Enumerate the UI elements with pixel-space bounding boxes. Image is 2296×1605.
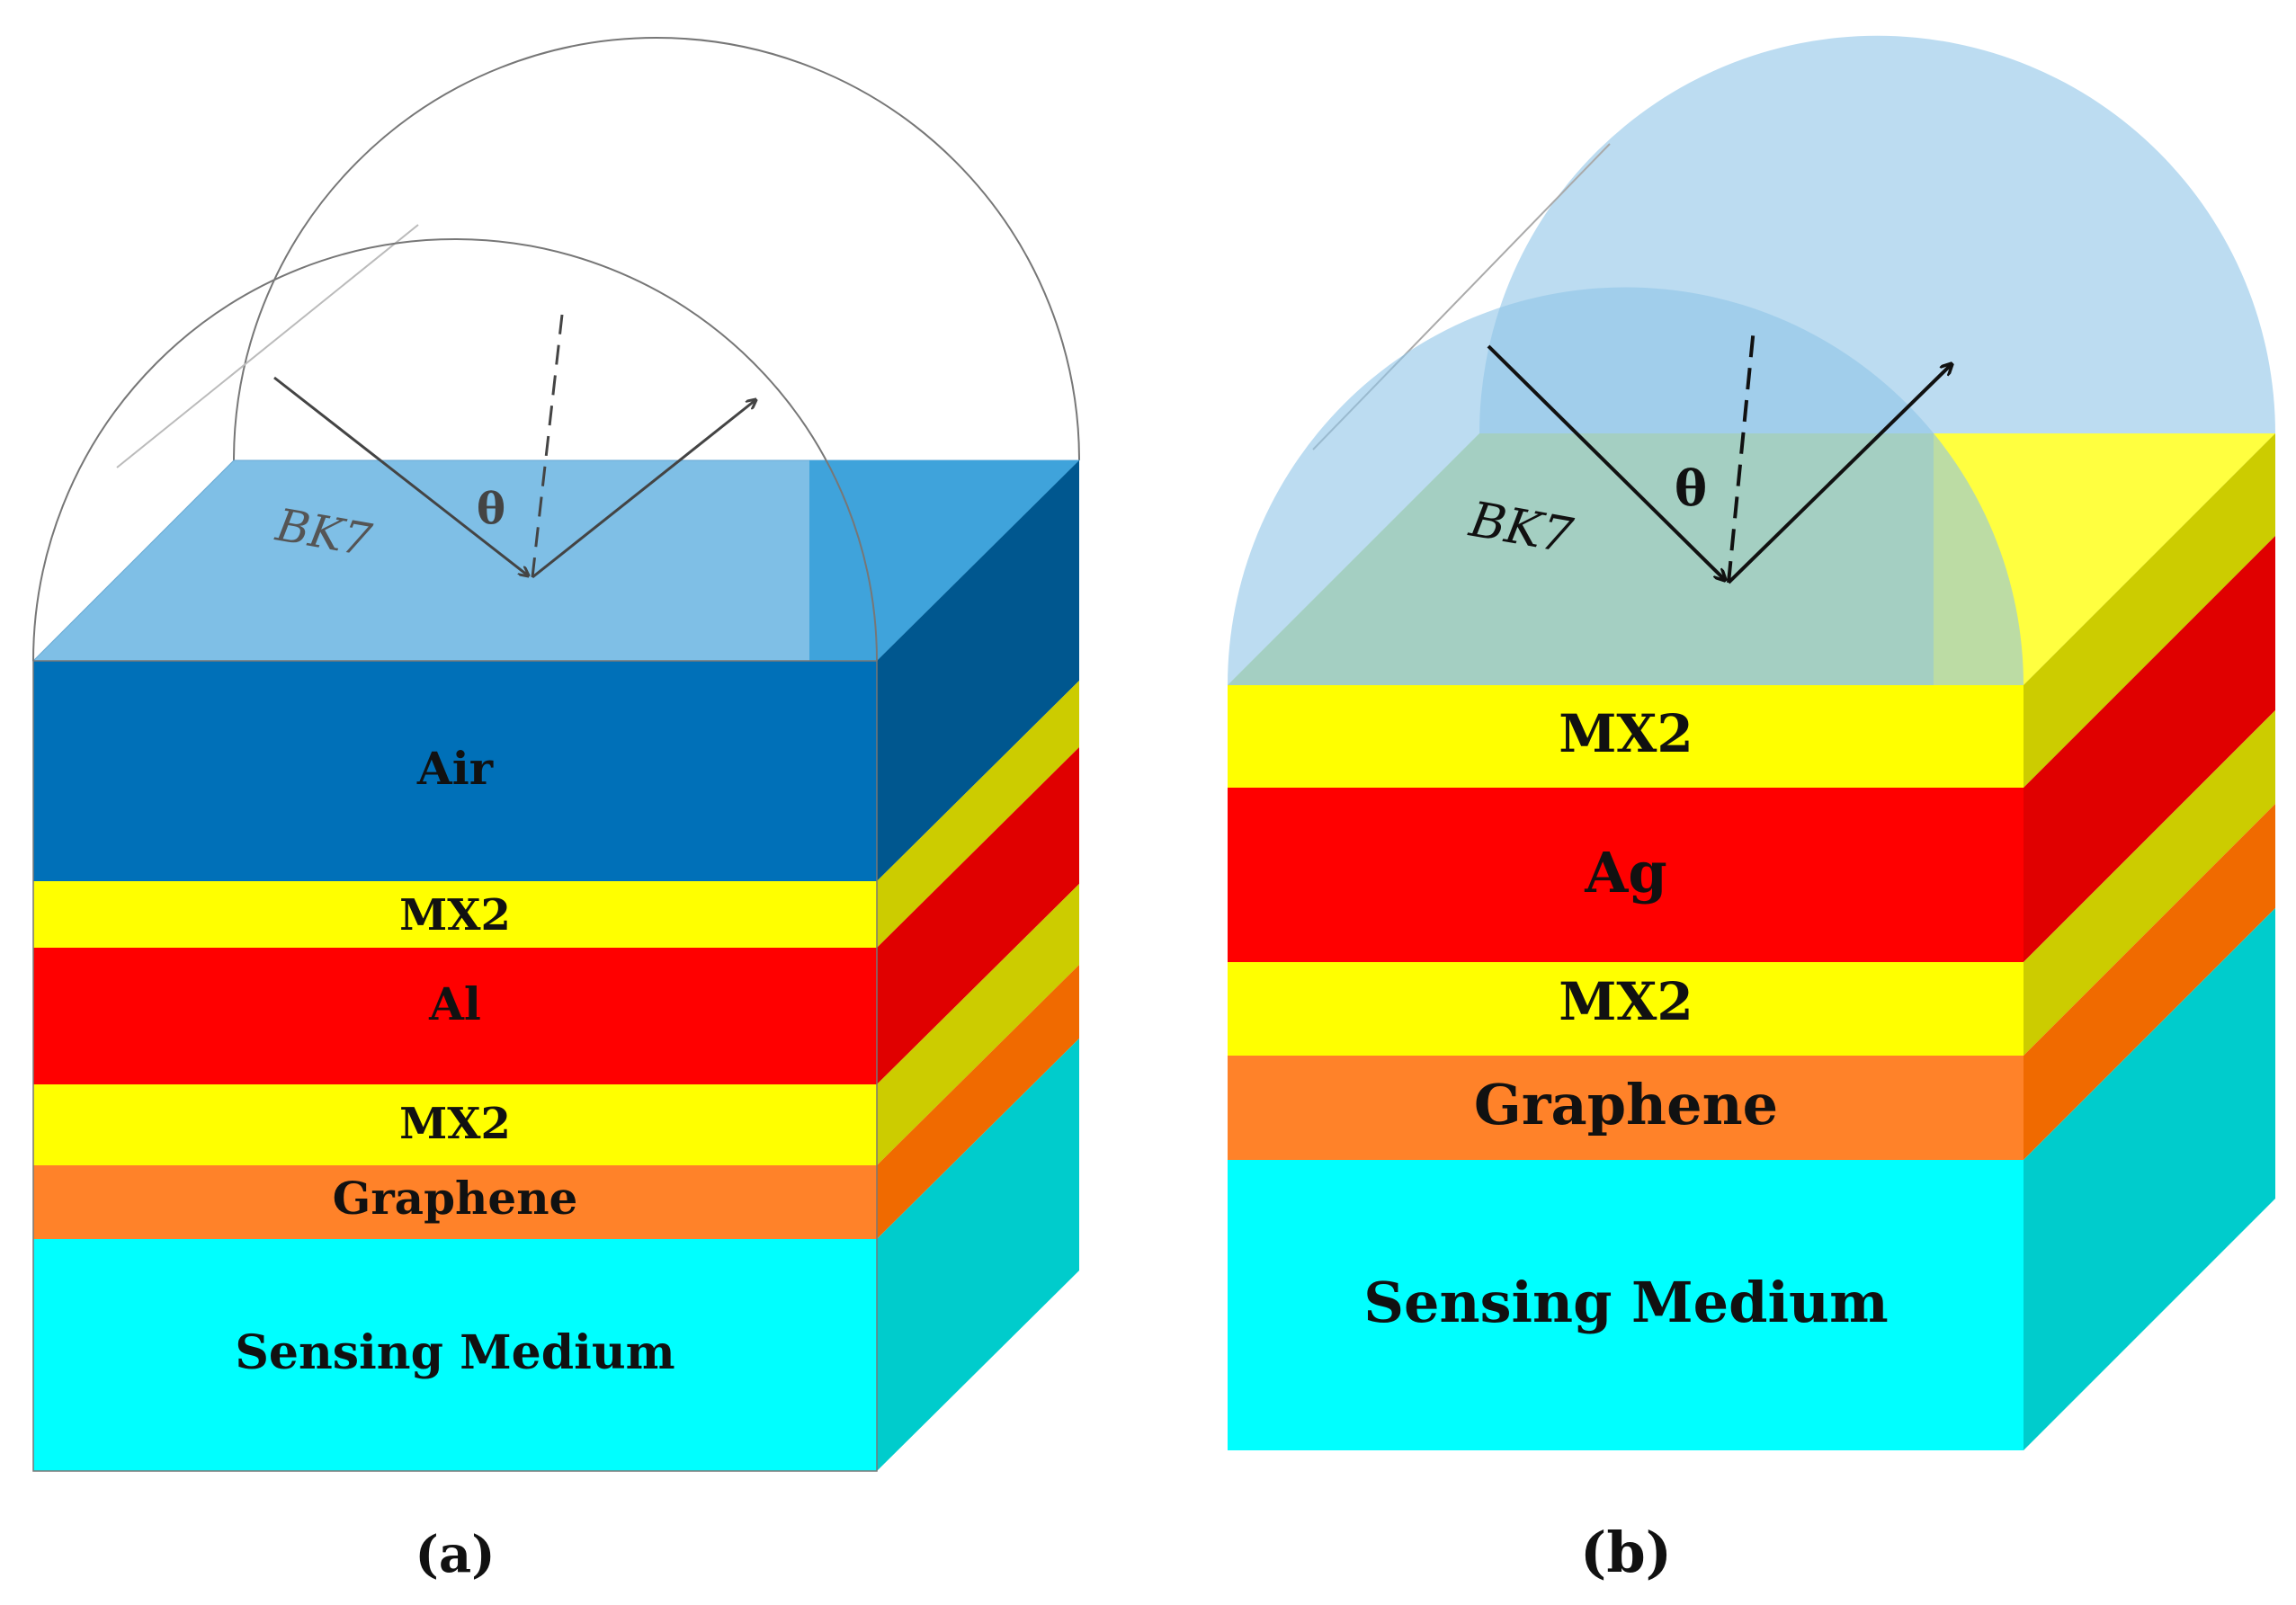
layer-b-graphene-label: Graphene bbox=[1474, 1072, 1778, 1137]
angle-b-label: θ bbox=[1675, 459, 1707, 517]
caption-b: (b) bbox=[1580, 1520, 1672, 1585]
side-a-graphene bbox=[877, 965, 1079, 1239]
layer-b-ag-label: Ag bbox=[1584, 840, 1666, 905]
ray-a-incident bbox=[273, 376, 528, 575]
layer-a-al-label: Al bbox=[428, 977, 481, 1030]
layer-b-graphene bbox=[1228, 1056, 2024, 1160]
layer-b-mx2-top bbox=[1228, 685, 2024, 788]
ray-a-reflected bbox=[532, 400, 755, 579]
side-a-sensing bbox=[877, 1039, 1079, 1471]
prism-a-base-right bbox=[809, 460, 1079, 661]
layer-a-mx2-bottom-label: MX2 bbox=[399, 1099, 511, 1149]
side-b-graphene bbox=[2024, 804, 2275, 1160]
layer-b-mx2-bottom bbox=[1228, 962, 2024, 1056]
panel-a: BK7 θ Air MX2 Al MX2 Graphene Sensing Me… bbox=[31, 37, 1081, 1584]
ray-b-incident bbox=[1487, 344, 1725, 580]
layer-b-ag bbox=[1228, 788, 2024, 962]
layer-b-sensing bbox=[1228, 1160, 2024, 1450]
normal-b bbox=[1727, 327, 1756, 584]
stack-a-outline bbox=[32, 660, 878, 1472]
prism-a-connector bbox=[116, 224, 419, 468]
layer-b-mx2-top-label: MX2 bbox=[1559, 703, 1693, 764]
prism-a-front-outline bbox=[32, 238, 878, 662]
angle-a-label: θ bbox=[477, 484, 505, 534]
side-a-al bbox=[877, 747, 1079, 1084]
layer-a-al bbox=[33, 948, 877, 1084]
layer-a-mx2-top-label: MX2 bbox=[399, 890, 511, 941]
layer-a-graphene-label: Graphene bbox=[333, 1172, 578, 1225]
layer-a-sensing-label: Sensing Medium bbox=[235, 1325, 675, 1380]
side-b-mx2-top bbox=[2024, 433, 2275, 788]
side-a-mx2-bottom bbox=[877, 884, 1079, 1165]
layer-b-mx2-bottom-label: MX2 bbox=[1559, 971, 1693, 1032]
side-b-sensing bbox=[2024, 908, 2275, 1450]
ray-b-reflected bbox=[1727, 364, 1952, 584]
side-b-mx2-bottom bbox=[2024, 710, 2275, 1056]
layer-a-air-label: Air bbox=[416, 742, 494, 795]
caption-a: (a) bbox=[415, 1525, 495, 1584]
layer-a-mx2-top bbox=[33, 881, 877, 948]
prism-b-front bbox=[1228, 287, 2024, 685]
side-a-mx2-top bbox=[877, 681, 1079, 948]
side-b-ag bbox=[2024, 536, 2275, 962]
prism-a-back-outline bbox=[233, 37, 1080, 461]
layer-a-graphene bbox=[33, 1165, 877, 1239]
normal-a bbox=[531, 314, 564, 578]
layer-a-mx2-bottom bbox=[33, 1084, 877, 1165]
side-a-air bbox=[877, 460, 1079, 881]
layer-b-sensing-label: Sensing Medium bbox=[1363, 1270, 1888, 1335]
prism-b-base-right bbox=[1934, 433, 2275, 685]
layer-a-sensing bbox=[33, 1239, 877, 1471]
layer-a-air bbox=[33, 661, 877, 881]
panel-b: BK7 θ MX2 Ag MX2 Graphene Sensing Medium… bbox=[1228, 35, 2275, 1585]
